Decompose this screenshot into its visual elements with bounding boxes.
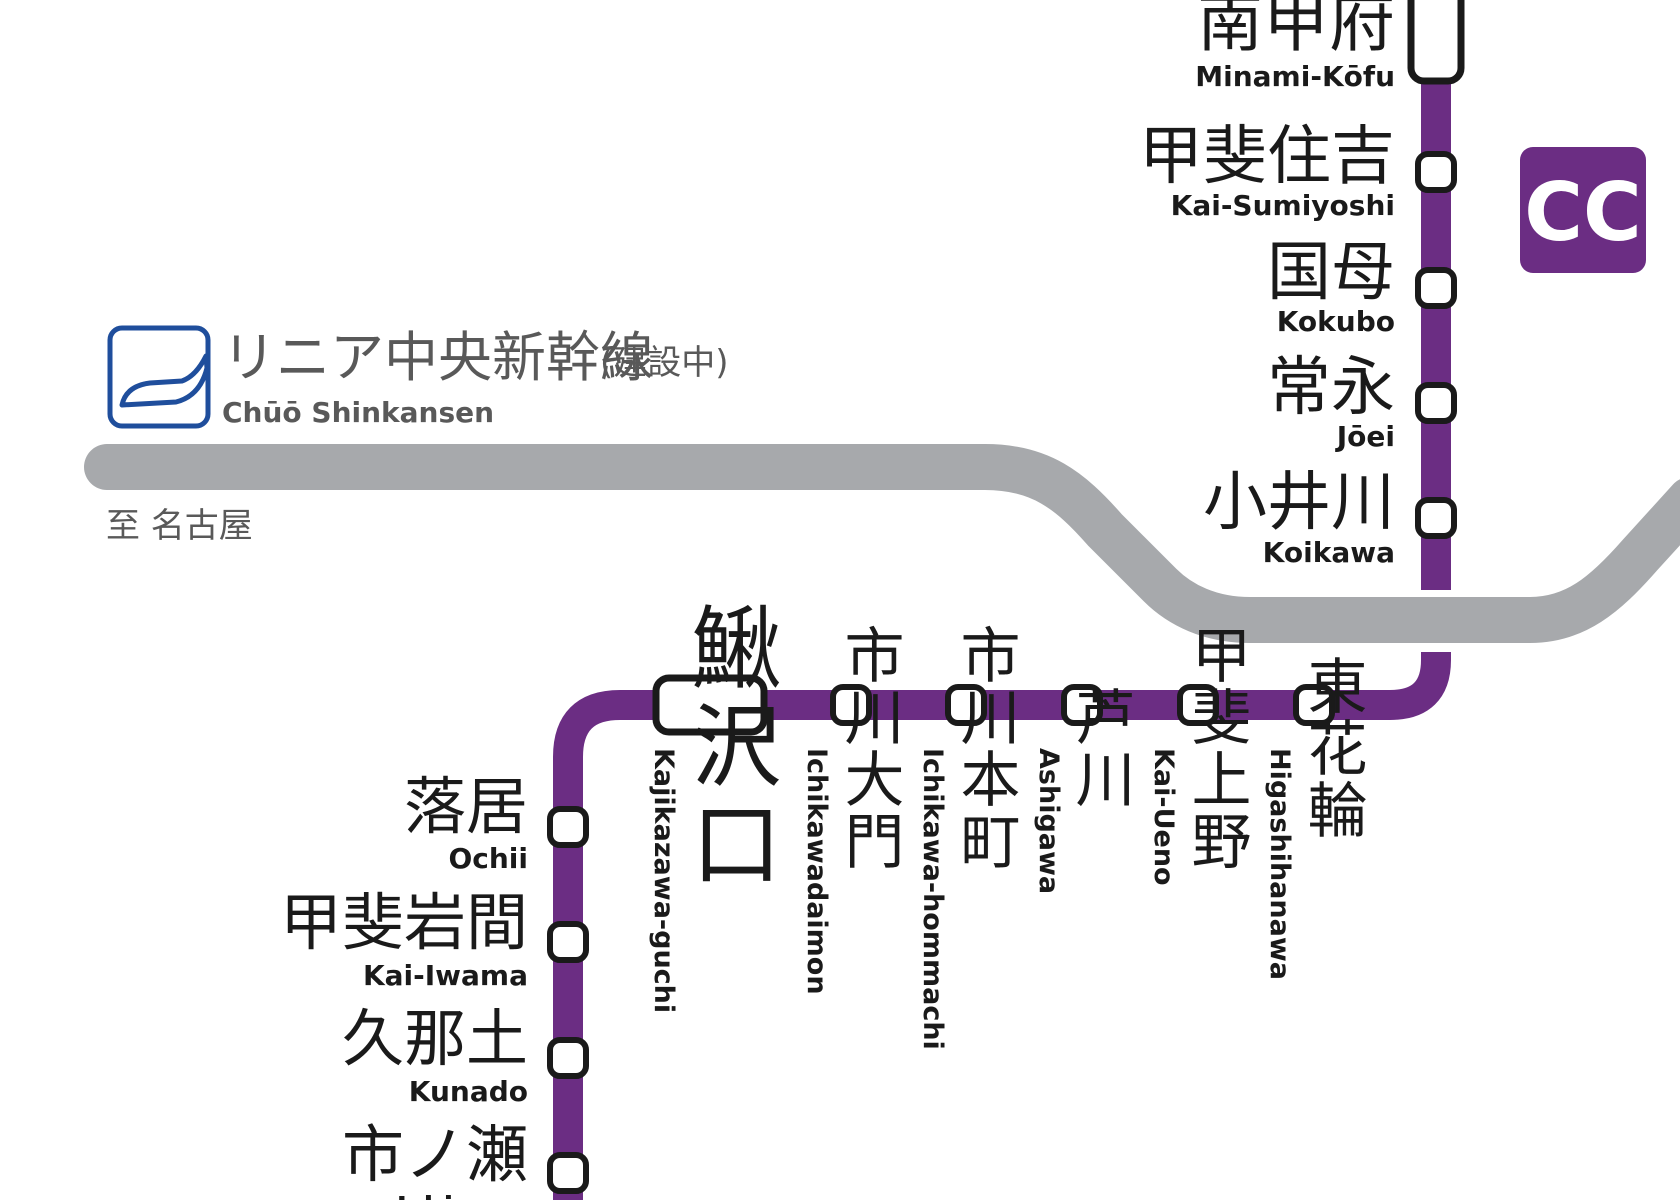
station-name-en: Kokubo [1277, 305, 1395, 338]
station-name-ja: 常永 [1267, 351, 1395, 425]
station-marker-joei[interactable] [1415, 382, 1457, 424]
line-badge-code: CC [1524, 166, 1641, 259]
station-name-en: Jōei [1335, 420, 1395, 453]
station-name-ja: 久那土 [342, 1002, 528, 1075]
shinkansen-name-ja: リニア中央新幹線 [222, 326, 654, 389]
line-badge: CC [1520, 147, 1646, 273]
station-name-ja: 鰍沢口 [676, 601, 781, 895]
shinkansen-name-en: Chūō Shinkansen [222, 396, 494, 429]
station-name-en: Kai-Sumiyoshi [1171, 189, 1395, 222]
station-name-en: Kai-Ueno [1148, 748, 1179, 886]
station-name-en: Higashihanawa [1264, 748, 1295, 980]
station-marker-ichinose[interactable] [547, 1152, 589, 1194]
station-marker-kokubo[interactable] [1415, 267, 1457, 309]
station-name-ja: 甲斐住吉 [1139, 120, 1395, 194]
station-name-ja: 甲斐岩間 [280, 886, 528, 959]
station-name-en: Ichinose [397, 1190, 528, 1200]
station-name-ja: 市川本町 [950, 624, 1020, 872]
station-name-en: Ichikawa-hommachi [917, 748, 948, 1050]
station-name-ja: 市川大門 [834, 624, 904, 872]
station-name-ja: 南甲府 [1197, 0, 1395, 61]
maglev-train-icon [107, 325, 211, 429]
station-marker-ochii[interactable] [547, 806, 589, 848]
station-name-ja: 市ノ瀬 [342, 1118, 528, 1191]
station-marker-minami-kofu[interactable] [1407, 0, 1465, 85]
station-name-en: Minami-Kōfu [1195, 60, 1395, 93]
station-marker-koikawa[interactable] [1415, 497, 1457, 539]
station-marker-kai-sumiyoshi[interactable] [1415, 151, 1457, 193]
shinkansen-line [84, 444, 1680, 643]
station-name-ja: 甲斐上野 [1181, 624, 1251, 872]
station-marker-ashigawa[interactable] [1061, 684, 1103, 726]
station-name-en: Koikawa [1263, 536, 1395, 569]
shinkansen-direction-label: 至 名古屋 [106, 506, 253, 546]
station-name-en: Ashigawa [1033, 748, 1064, 894]
station-name-ja: 芦川 [1065, 686, 1135, 810]
station-name-en: Ichikawadaimon [801, 748, 832, 995]
station-marker-ichikawa-hommachi[interactable] [945, 684, 987, 726]
station-marker-kajikazawa-guchi[interactable] [652, 674, 768, 736]
station-marker-ichikawadaimon[interactable] [830, 684, 872, 726]
station-marker-higashihanawa[interactable] [1293, 684, 1335, 726]
station-name-ja: 国母 [1267, 236, 1395, 310]
station-name-ja: 小井川 [1203, 466, 1395, 540]
station-marker-kunado[interactable] [547, 1037, 589, 1079]
station-name-en: Kajikazawa-guchi [648, 748, 679, 1013]
station-marker-kai-iwama[interactable] [547, 921, 589, 963]
shinkansen-status-ja: (建設中) [600, 343, 729, 383]
station-name-en: Ochii [448, 842, 528, 875]
station-name-en: Kai-Iwama [363, 959, 528, 992]
station-name-en: Kunado [409, 1075, 528, 1108]
station-name-ja: 落居 [404, 770, 528, 843]
station-marker-kai-ueno[interactable] [1177, 684, 1219, 726]
station-name-ja: 東花輪 [1297, 655, 1367, 841]
